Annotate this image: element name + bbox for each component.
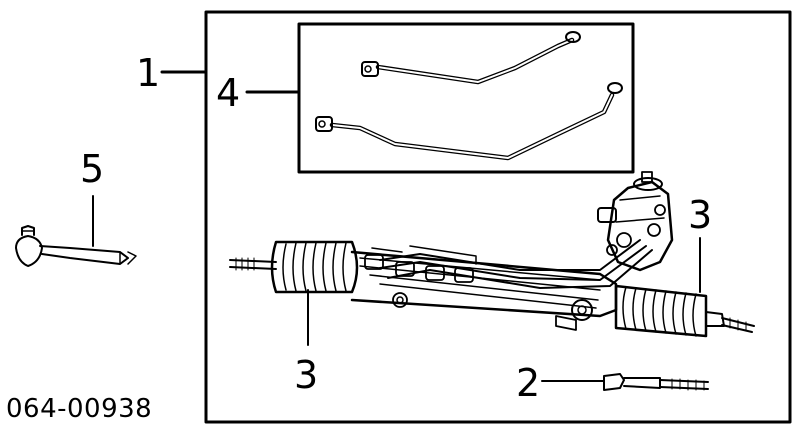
rack-pressure-lines bbox=[379, 239, 653, 289]
inner-tie-rod bbox=[603, 373, 709, 391]
callout-3-right: 3 bbox=[688, 193, 713, 237]
hydraulic-line-upper bbox=[361, 31, 581, 85]
lines-kit-frame bbox=[297, 22, 635, 174]
valve-body bbox=[597, 171, 674, 272]
callout-4: 4 bbox=[216, 71, 241, 115]
callout-3-left: 3 bbox=[294, 353, 319, 397]
inner-tie-rod-left bbox=[229, 257, 277, 271]
bellows-boot-left bbox=[270, 240, 359, 294]
diagram-code: 064-00938 bbox=[6, 394, 153, 424]
assembly-frame bbox=[204, 10, 792, 424]
inner-tie-rod-right bbox=[705, 311, 755, 333]
callout-5: 5 bbox=[80, 147, 105, 191]
callout-1: 1 bbox=[136, 51, 161, 95]
callout-2: 2 bbox=[516, 361, 541, 405]
bellows-boot-right bbox=[614, 284, 708, 338]
hydraulic-line-lower bbox=[315, 82, 623, 161]
tie-rod-end bbox=[15, 225, 137, 267]
